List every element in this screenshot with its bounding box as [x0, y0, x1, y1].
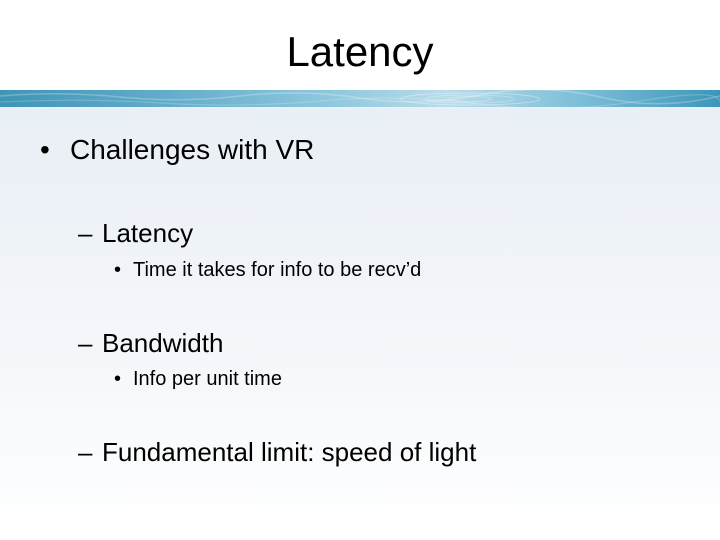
- subbullet-fundamental-limit: –Fundamental limit: speed of light: [78, 436, 476, 468]
- bullet-marker: •: [40, 134, 50, 165]
- dash-marker: –: [78, 437, 93, 467]
- bullet-text: Challenges with VR: [70, 134, 315, 165]
- water-ripple-pattern: [0, 90, 720, 107]
- slide-title: Latency: [286, 28, 434, 75]
- subsubbullet-bandwidth-def: • Info per unit time: [114, 366, 282, 392]
- bullet-text: Fundamental limit: speed of light: [102, 437, 477, 467]
- bullet-marker: •: [114, 259, 122, 281]
- bullet-marker: •: [114, 368, 122, 390]
- subbullet-bandwidth: –Bandwidth: [78, 327, 223, 359]
- bullet-text: Time it takes for info to be recv’d: [133, 259, 422, 281]
- dash-marker: –: [78, 218, 93, 248]
- bullet-text: Bandwidth: [102, 328, 224, 358]
- water-banner: [0, 90, 720, 107]
- bullet-text: Info per unit time: [133, 368, 282, 390]
- bullet-challenges: • Challenges with VR: [40, 133, 314, 167]
- subsubbullet-latency-def: • Time it takes for info to be recv’d: [114, 257, 421, 283]
- subbullet-latency: –Latency: [78, 217, 193, 249]
- bullet-text: Latency: [102, 218, 194, 248]
- dash-marker: –: [78, 328, 93, 358]
